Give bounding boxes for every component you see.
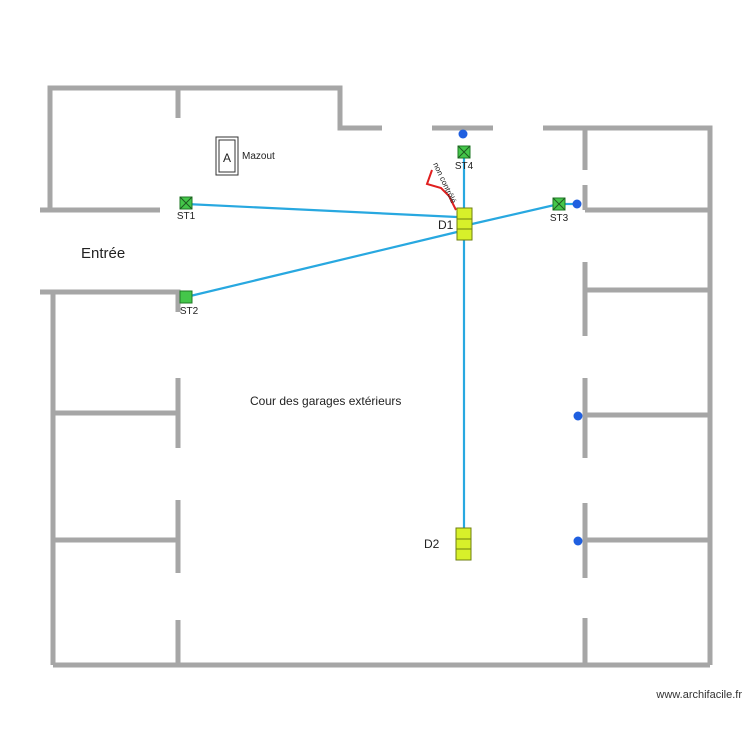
tank-outer [215,136,239,176]
point-right-lower [573,536,583,546]
distributor-d2[interactable]: D2 [424,527,472,561]
station-st2-label: ST2 [180,306,199,317]
station-st3-label: ST3 [550,213,569,224]
entree-label: Entrée [81,245,125,262]
tank-inner [218,139,236,173]
point-top [458,129,468,139]
pipe-uncontrolled [425,169,457,211]
wall-right [543,125,713,665]
station-st3[interactable]: ST3 [550,197,569,224]
station-st2[interactable]: ST2 [179,290,199,317]
station-st1-label: ST1 [177,211,196,222]
tank-letter: A [223,151,231,165]
distributor-d1-box [456,207,473,241]
pipe-st2-d1 [185,230,458,299]
distributor-d1-label: D1 [438,218,454,232]
wall-top-left [47,85,382,210]
point-st3 [572,199,582,209]
distributor-d2-box [455,527,472,561]
distributor-d1[interactable]: D1 [438,207,473,241]
cour-label: Cour des garages extérieurs [250,394,401,408]
point-right-middle [573,411,583,421]
pipes [185,152,576,528]
wall-left-lower [40,289,181,312]
mazout-label: Mazout [242,151,275,162]
points [458,129,583,546]
station-st1[interactable]: ST1 [177,196,196,222]
walls [40,85,713,668]
pipe-st3-d1 [471,202,560,226]
credit-label: www.archifacile.fr [655,689,742,701]
station-st4[interactable]: ST4 [455,145,474,172]
pipe-st1-d1 [185,202,458,219]
distributor-d2-label: D2 [424,537,440,551]
mazout-tank: A Mazout [215,136,275,176]
station-st4-label: ST4 [455,161,474,172]
station-st2-marker [179,290,193,304]
